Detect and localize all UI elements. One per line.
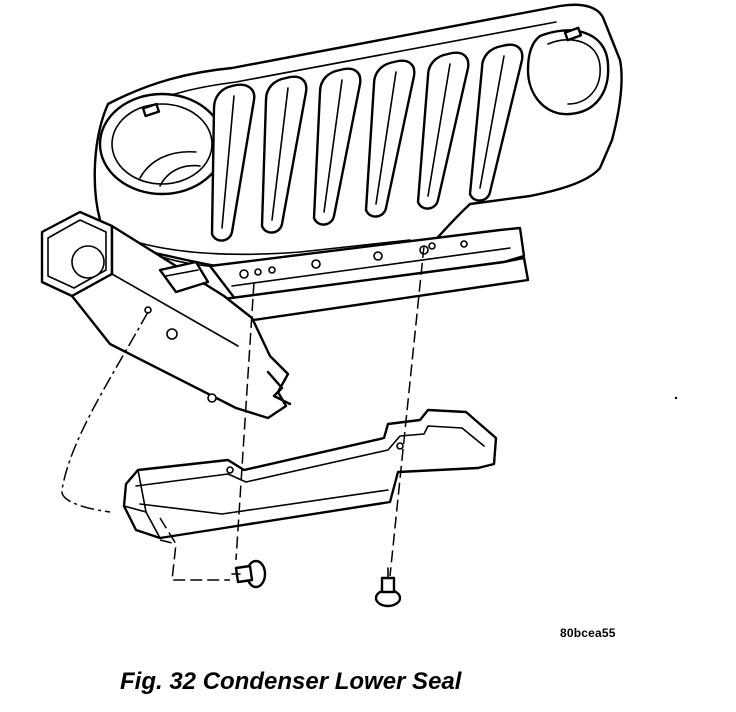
push-pin-left — [231, 559, 267, 589]
rail-bracket — [158, 260, 210, 294]
alignment-lines — [61, 245, 425, 581]
condenser-lower-seal — [122, 408, 498, 540]
grille-slots — [210, 43, 524, 242]
grille-clips — [141, 26, 583, 118]
upper-support-bar — [208, 226, 530, 326]
figure-caption: Fig. 32 Condenser Lower Seal — [120, 668, 462, 695]
left-headlamp-opening — [98, 92, 226, 196]
dot-mark — [674, 396, 678, 400]
push-pin-right — [374, 567, 402, 608]
figure-reference-code: 80bcea55 — [560, 626, 616, 640]
right-headlamp-opening — [526, 29, 610, 116]
